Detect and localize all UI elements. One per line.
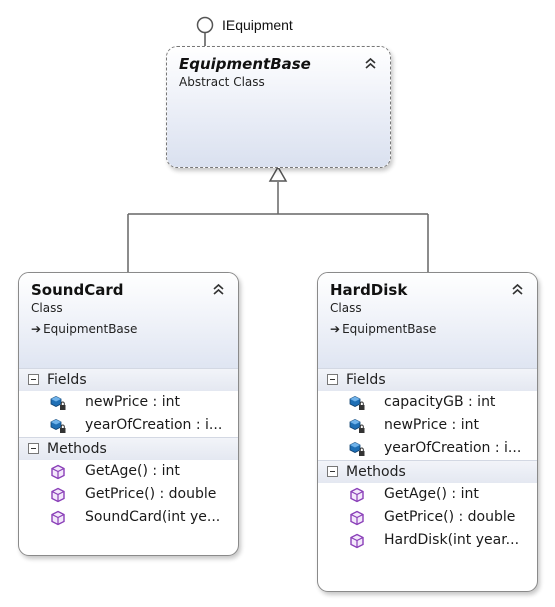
- method-cube-icon: [350, 533, 364, 549]
- protected-field-icon: [349, 396, 365, 410]
- method-item[interactable]: GetPrice() : double: [318, 506, 537, 529]
- fields-section-header[interactable]: Fields: [318, 368, 537, 391]
- protected-field-icon: [349, 419, 365, 433]
- method-text: HardDisk(int year...: [384, 532, 520, 548]
- class-kind: Class: [330, 301, 362, 315]
- method-cube-icon: [51, 464, 65, 480]
- method-text: GetAge() : int: [85, 463, 180, 479]
- interface-lollipop-icon: [196, 16, 214, 34]
- inherits-arrow-icon: ➔: [330, 322, 341, 336]
- class-kind: Class: [31, 301, 63, 315]
- class-header: HardDisk Class ➔EquipmentBase: [318, 273, 537, 368]
- field-item[interactable]: newPrice : int: [318, 414, 537, 437]
- collapse-minus-icon[interactable]: [28, 443, 39, 454]
- double-chevron-up-icon[interactable]: [510, 282, 525, 297]
- method-cube-icon: [51, 510, 65, 526]
- method-item[interactable]: HardDisk(int year...: [318, 529, 537, 552]
- parent-name: EquipmentBase: [43, 322, 138, 336]
- class-name: EquipmentBase: [179, 55, 311, 73]
- double-chevron-up-icon[interactable]: [363, 56, 378, 71]
- class-box-equipmentbase[interactable]: EquipmentBase Abstract Class: [166, 46, 391, 168]
- method-text: GetPrice() : double: [85, 486, 217, 502]
- collapse-minus-icon[interactable]: [327, 466, 338, 477]
- class-name: HardDisk: [330, 281, 408, 299]
- method-text: GetPrice() : double: [384, 509, 516, 525]
- methods-section-header[interactable]: Methods: [318, 460, 537, 483]
- protected-field-icon: [50, 419, 66, 433]
- collapse-minus-icon[interactable]: [327, 374, 338, 385]
- method-item[interactable]: GetAge() : int: [318, 483, 537, 506]
- field-item[interactable]: capacityGB : int: [318, 391, 537, 414]
- method-text: SoundCard(int ye...: [85, 509, 221, 525]
- class-header: EquipmentBase Abstract Class: [167, 47, 390, 167]
- protected-field-icon: [349, 442, 365, 456]
- class-name: SoundCard: [31, 281, 124, 299]
- class-header: SoundCard Class ➔EquipmentBase: [19, 273, 238, 368]
- class-kind: Abstract Class: [179, 75, 265, 89]
- class-box-harddisk[interactable]: HardDisk Class ➔EquipmentBase Fields cap…: [317, 272, 538, 592]
- field-text: yearOfCreation : i...: [384, 440, 522, 456]
- parent-name: EquipmentBase: [342, 322, 437, 336]
- method-cube-icon: [350, 510, 364, 526]
- field-item[interactable]: yearOfCreation : i...: [19, 414, 238, 437]
- section-label: Methods: [346, 464, 406, 480]
- inheritance-arrow-icon: [268, 165, 288, 182]
- field-text: newPrice : int: [384, 417, 479, 433]
- method-cube-icon: [350, 487, 364, 503]
- section-label: Fields: [47, 372, 87, 388]
- field-text: newPrice : int: [85, 394, 180, 410]
- protected-field-icon: [50, 396, 66, 410]
- inherits-arrow-icon: ➔: [31, 322, 42, 336]
- section-label: Fields: [346, 372, 386, 388]
- class-box-soundcard[interactable]: SoundCard Class ➔EquipmentBase Fields ne…: [18, 272, 239, 556]
- fields-section-header[interactable]: Fields: [19, 368, 238, 391]
- method-item[interactable]: SoundCard(int ye...: [19, 506, 238, 529]
- methods-section-header[interactable]: Methods: [19, 437, 238, 460]
- collapse-minus-icon[interactable]: [28, 374, 39, 385]
- double-chevron-up-icon[interactable]: [211, 282, 226, 297]
- field-text: yearOfCreation : i...: [85, 417, 223, 433]
- section-label: Methods: [47, 441, 107, 457]
- field-text: capacityGB : int: [384, 394, 496, 410]
- method-item[interactable]: GetPrice() : double: [19, 483, 238, 506]
- method-cube-icon: [51, 487, 65, 503]
- field-item[interactable]: yearOfCreation : i...: [318, 437, 537, 460]
- interface-label: IEquipment: [222, 17, 293, 33]
- field-item[interactable]: newPrice : int: [19, 391, 238, 414]
- class-parent: ➔EquipmentBase: [31, 321, 226, 338]
- method-text: GetAge() : int: [384, 486, 479, 502]
- method-item[interactable]: GetAge() : int: [19, 460, 238, 483]
- class-parent: ➔EquipmentBase: [330, 321, 525, 338]
